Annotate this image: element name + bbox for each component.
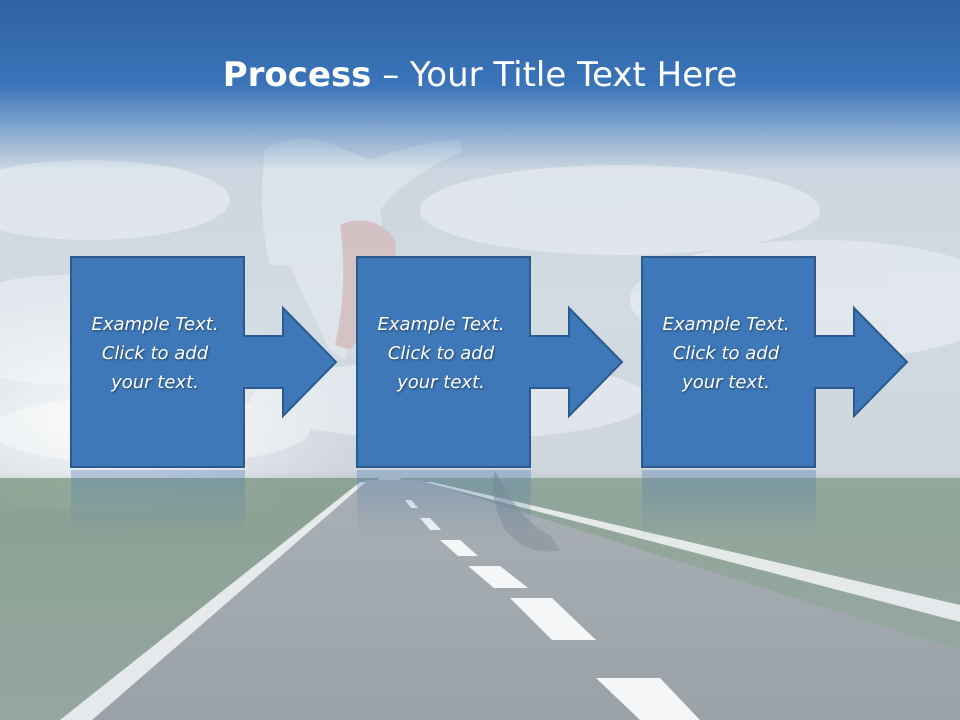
step-text: Example Text. Click to add your text.	[360, 310, 522, 397]
title-bold-part: Process	[222, 55, 372, 95]
step-line-1: Example Text.	[91, 314, 219, 335]
step-text: Example Text. Click to add your text.	[645, 310, 807, 397]
road-edge-right	[425, 482, 960, 622]
step-line-1: Example Text.	[377, 314, 505, 335]
slide-title[interactable]: Process – Your Title Text Here	[0, 52, 960, 98]
right-arrow-icon	[641, 256, 909, 468]
road-edge-left	[60, 482, 366, 720]
step-line-3: your text.	[111, 372, 199, 393]
right-arrow-icon	[70, 256, 338, 468]
step-line-2: Click to add	[387, 343, 495, 364]
step-line-2: Click to add	[672, 343, 780, 364]
right-arrow-icon	[356, 256, 624, 468]
title-band	[0, 0, 960, 170]
step-line-3: your text.	[397, 372, 485, 393]
step-shape	[356, 256, 624, 468]
step-text: Example Text. Click to add your text.	[74, 310, 236, 397]
grass-left	[0, 478, 380, 720]
title-rest-part: – Your Title Text Here	[371, 55, 738, 95]
road	[60, 480, 960, 720]
road-center-dashes	[405, 500, 700, 720]
step-line-2: Click to add	[101, 343, 209, 364]
process-step-2[interactable]: Example Text. Click to add your text.	[356, 256, 630, 468]
step-line-1: Example Text.	[662, 314, 790, 335]
process-step-1[interactable]: Example Text. Click to add your text.	[70, 256, 344, 468]
step-shape	[70, 256, 338, 468]
step-shape	[641, 256, 909, 468]
process-step-3[interactable]: Example Text. Click to add your text.	[641, 256, 915, 468]
step-line-3: your text.	[682, 372, 770, 393]
